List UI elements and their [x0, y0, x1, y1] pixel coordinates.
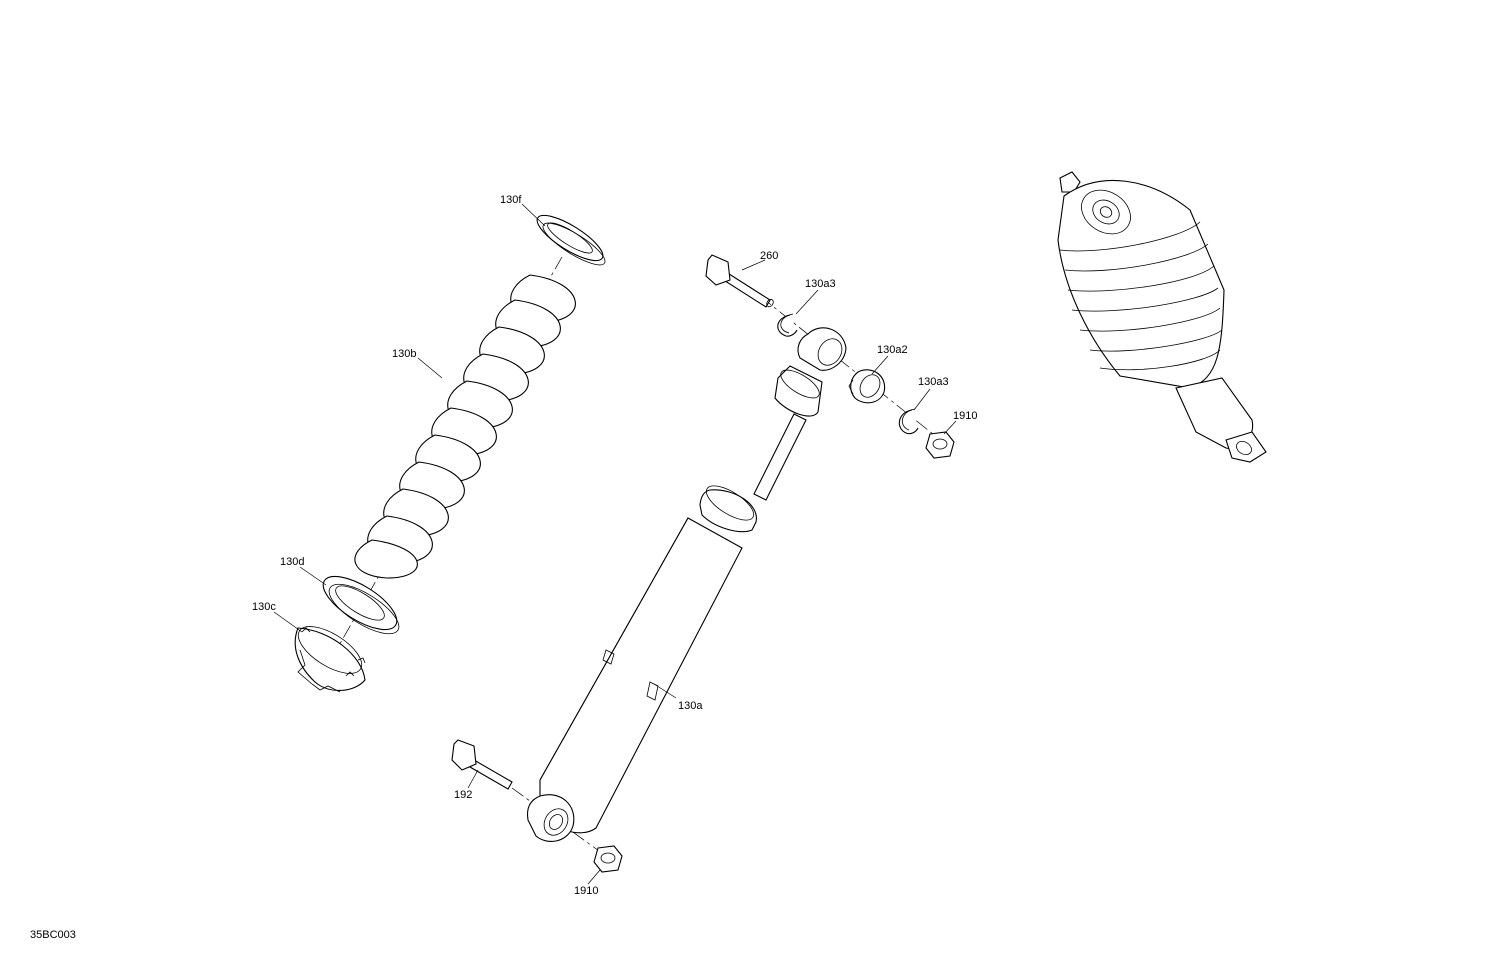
callout-130c: 130c: [252, 601, 276, 613]
callout-1910-lower: 1910: [574, 885, 598, 897]
lower-spring-seat: [322, 575, 400, 635]
upper-eye-mount: [774, 327, 847, 417]
lower-nut: [593, 845, 623, 873]
upper-nut: [925, 431, 955, 459]
bushing: [848, 369, 886, 404]
upper-spring-seat: [536, 214, 606, 266]
callout-1910-upper: 1910: [953, 410, 977, 422]
upper-mount-axis: [759, 295, 949, 447]
adjuster-collar: [294, 626, 366, 693]
damper-body: [539, 485, 757, 834]
coil-spring: [354, 274, 576, 579]
callout-130a3-upper: 130a3: [805, 278, 836, 290]
upper-bolt: [705, 254, 774, 308]
drawing-code: 35BC003: [30, 929, 76, 941]
upper-retaining-ring: [777, 313, 798, 337]
callout-130a2: 130a2: [877, 344, 908, 356]
assembled-shock-absorber: [1057, 171, 1267, 463]
callout-130a: 130a: [678, 700, 703, 712]
lower-bolt: [451, 739, 513, 790]
callout-260: 260: [760, 250, 778, 262]
right-retaining-ring: [898, 408, 919, 435]
callout-130f: 130f: [500, 194, 522, 206]
callout-130a3-right: 130a3: [918, 376, 949, 388]
piston-rod: [753, 413, 807, 501]
lower-eye-mount: [526, 794, 575, 842]
callout-130b: 130b: [392, 348, 416, 360]
callout-192: 192: [454, 789, 472, 801]
leader-lines: [273, 203, 957, 885]
callout-130d: 130d: [280, 556, 304, 568]
